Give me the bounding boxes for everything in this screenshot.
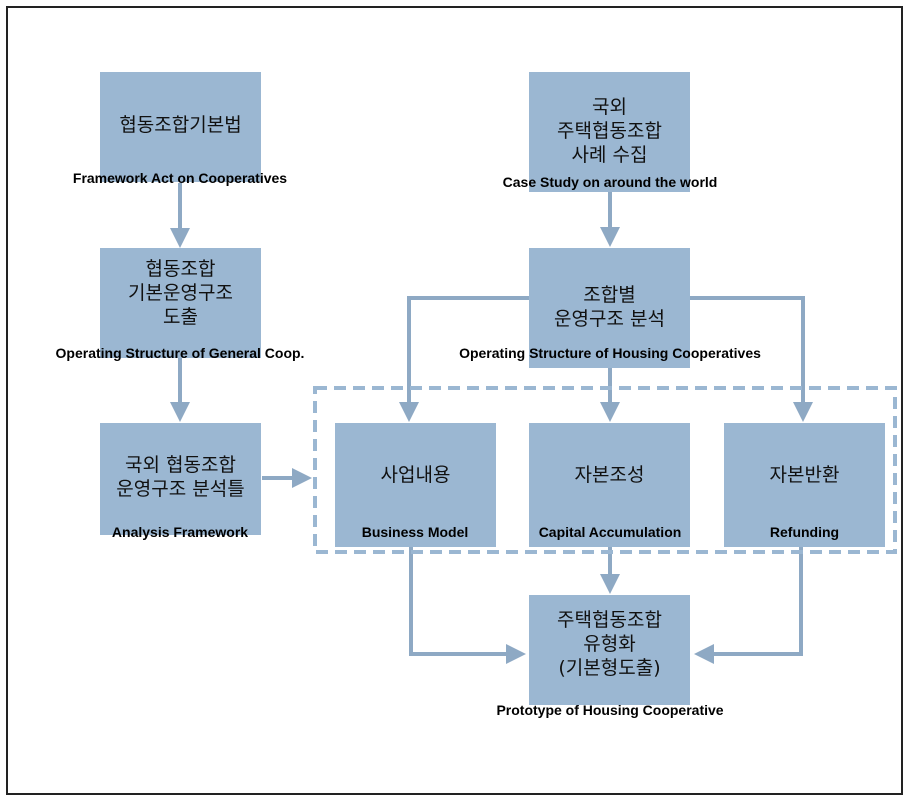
refunding-box xyxy=(724,423,885,547)
case-study-kr: 국외 주택협동조합 사례 수집 xyxy=(557,96,662,166)
analysis-framework-kr: 국외 협동조합 운영구조 분석틀 xyxy=(116,454,245,500)
capital-accumulation-box xyxy=(529,423,690,547)
housing-structure-box xyxy=(529,248,690,368)
framework-act-box xyxy=(100,72,261,182)
general-structure-box xyxy=(100,248,261,358)
analysis-framework-box xyxy=(100,423,261,535)
refunding-en: Refunding xyxy=(769,524,840,540)
framework-act-en: Framework Act on Cooperatives xyxy=(72,170,288,186)
prototype-en: Prototype of Housing Cooperative xyxy=(496,702,724,718)
business-model-box xyxy=(335,423,496,547)
case-study-box xyxy=(529,72,690,192)
capital-accumulation-kr: 자본조성 xyxy=(574,464,645,486)
capital-accumulation-en: Capital Accumulation xyxy=(538,524,682,540)
arrow-housing-to-refunding xyxy=(690,296,813,422)
refunding-kr: 자본반환 xyxy=(769,464,840,486)
business-model-kr: 사업내용 xyxy=(380,464,451,486)
arrow-housing-to-business xyxy=(399,296,529,422)
housing-structure-kr: 조합별 운영구조 분석 xyxy=(554,284,665,330)
prototype-kr: 주택협동조합 유형화 (기본형도출) xyxy=(557,609,662,679)
arrow-business-to-prototype xyxy=(409,547,526,664)
diagram-frame xyxy=(6,6,903,795)
prototype-box xyxy=(529,595,690,705)
business-model-en: Business Model xyxy=(361,524,469,540)
general-structure-en: Operating Structure of General Coop. xyxy=(55,345,305,361)
case-study-en: Case Study on around the world xyxy=(502,174,718,190)
analysis-dashed-boundary xyxy=(313,386,897,554)
framework-act-kr: 협동조합기본법 xyxy=(119,114,242,136)
analysis-framework-en: Analysis Framework xyxy=(111,524,249,540)
arrow-refunding-to-prototype xyxy=(694,547,803,664)
housing-structure-en: Operating Structure of Housing Cooperati… xyxy=(459,345,761,361)
general-structure-kr: 협동조합 기본운영구조 도출 xyxy=(128,258,233,328)
